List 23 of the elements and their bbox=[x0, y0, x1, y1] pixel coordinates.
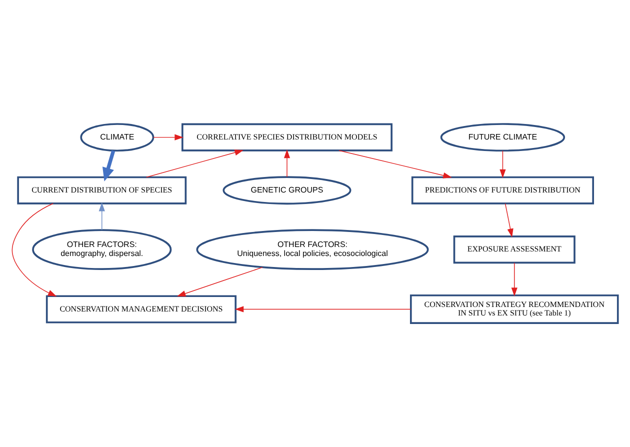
arrow bbox=[102, 150, 116, 182]
arrow bbox=[98, 202, 105, 230]
node-box: CORRELATIVE SPECIES DISTRIBUTION MODELS bbox=[182, 123, 392, 152]
arrow bbox=[500, 150, 506, 178]
arrow bbox=[284, 149, 290, 178]
node-ellipse: OTHER FACTORS: demography, dispersal. bbox=[32, 229, 172, 270]
arrow bbox=[146, 150, 244, 178]
arrow bbox=[12, 203, 57, 296]
node-box: EXPOSURE ASSESSMENT bbox=[453, 236, 576, 264]
arrow bbox=[338, 150, 452, 178]
node-ellipse: FUTURE CLIMATE bbox=[440, 123, 566, 152]
node-box: CURRENT DISTRIBUTION OF SPECIES bbox=[17, 176, 187, 204]
arrow bbox=[152, 134, 184, 140]
node-ellipse: CLIMATE bbox=[80, 123, 154, 152]
node-ellipse: OTHER FACTORS: Uniqueness, local policies, ecosociological bbox=[196, 229, 429, 270]
arrow bbox=[504, 203, 514, 238]
node-box: CONSERVATION STRATEGY RECOMMENDATION IN SITU vs EX SITU (see Table 1) bbox=[410, 294, 619, 324]
node-ellipse: GENETIC GROUPS bbox=[222, 176, 352, 205]
arrow bbox=[234, 306, 412, 312]
node-box: CONSERVATION MANAGEMENT DECISIONS bbox=[46, 295, 237, 324]
node-box: PREDICTIONS OF FUTURE DISTRIBUTION bbox=[411, 176, 594, 204]
arrow bbox=[511, 262, 518, 296]
arrow bbox=[176, 266, 263, 296]
